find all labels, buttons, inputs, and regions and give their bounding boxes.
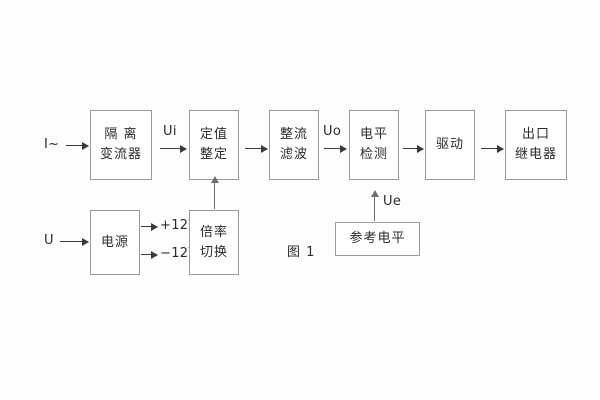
voltage-input-label: U <box>44 233 54 248</box>
figure-caption: 图 1 <box>287 245 316 260</box>
block-drive-line1: 驱动 <box>435 137 464 153</box>
block-multiplier-switch: 倍率 切换 <box>189 210 239 275</box>
arrow-level-detect-to-drive <box>403 144 424 153</box>
block-power-supply: 电源 <box>90 210 140 275</box>
block-rectifier-filter-line1: 整流 <box>279 127 308 143</box>
block-level-detect: 电平 检测 <box>349 110 399 180</box>
arrow-current-to-isolation-ct <box>66 141 89 150</box>
block-output-relay: 出口 继电器 <box>505 110 567 180</box>
arrow-rail-negative <box>141 250 158 259</box>
block-rectifier-filter-line2: 滤波 <box>279 147 308 162</box>
rail-positive-label: +12V <box>160 218 198 233</box>
block-setting-line2: 整定 <box>199 147 228 162</box>
arrow-rectifier-to-level-detect <box>324 144 347 153</box>
block-reference-level-line1: 参考电平 <box>349 231 406 247</box>
signal-label-ui: Ui <box>163 124 177 139</box>
arrow-isolation-ct-to-setting <box>160 144 187 153</box>
rail-negative-label: −12V <box>160 246 198 261</box>
block-output-relay-line2: 继电器 <box>514 147 557 162</box>
block-setting: 定值 整定 <box>189 110 239 180</box>
block-multiplier-switch-line2: 切换 <box>199 244 228 260</box>
block-power-supply-line1: 电源 <box>100 234 129 250</box>
block-multiplier-switch-line1: 倍率 <box>199 224 228 240</box>
block-isolation-ct-line1: 隔 离 <box>104 127 138 143</box>
block-setting-line1: 定值 <box>199 127 228 143</box>
arrow-voltage-to-power-supply <box>60 237 89 246</box>
block-isolation-ct-line2: 变流器 <box>99 147 142 162</box>
signal-label-uo: Uo <box>323 124 342 139</box>
arrow-drive-to-output-relay <box>481 144 504 153</box>
block-rectifier-filter: 整流 滤波 <box>269 110 319 180</box>
arrow-setting-to-rectifier <box>245 144 268 153</box>
block-reference-level: 参考电平 <box>335 222 420 256</box>
block-isolation-ct: 隔 离 变流器 <box>90 110 152 180</box>
block-output-relay-line1: 出口 <box>521 127 550 143</box>
signal-label-ue: Ue <box>383 194 402 209</box>
current-input-label: I~ <box>44 137 60 152</box>
arrow-reference-level-to-level-detect <box>370 190 379 221</box>
block-drive: 驱动 <box>425 110 475 180</box>
arrow-rail-positive <box>141 222 158 231</box>
block-level-detect-line1: 电平 <box>359 127 388 143</box>
block-level-detect-line2: 检测 <box>359 147 388 162</box>
arrow-multiplier-switch-to-setting <box>210 176 219 209</box>
